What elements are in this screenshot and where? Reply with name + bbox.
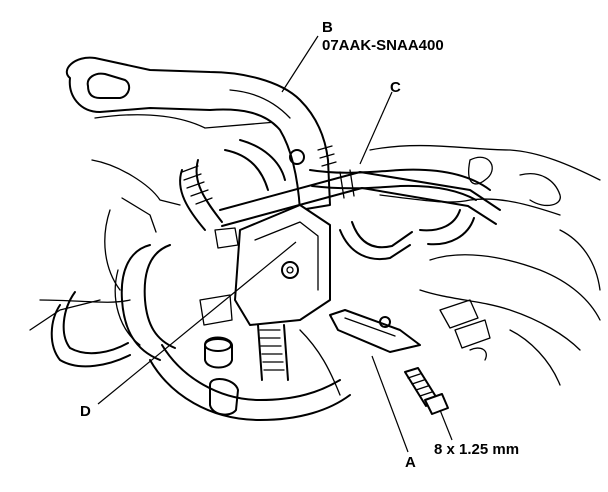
bracket-a [329,309,421,353]
leader-a [371,355,409,453]
corrugated-sleeves [181,145,337,381]
hoses [50,139,491,421]
callout-b-part-number: 07AAK-SNAA400 [322,37,444,54]
callout-b-letter: B [322,19,333,36]
leader-b [281,35,319,93]
engine-background [29,114,601,396]
leader-d [97,241,297,405]
leader-lines [97,35,453,453]
bolt-8x1-25 [404,367,449,415]
hose-clamp [204,336,239,416]
callout-d-letter: D [80,403,91,420]
callout-a-letter: A [405,454,416,471]
pipe-c [219,169,501,227]
center-bracket-d [199,204,331,326]
leader-c [359,91,393,165]
callout-bolt-spec: 8 x 1.25 mm [434,441,520,458]
bracket-b [65,56,331,211]
leader-bolt [439,409,453,441]
callout-c-letter: C [390,79,401,96]
